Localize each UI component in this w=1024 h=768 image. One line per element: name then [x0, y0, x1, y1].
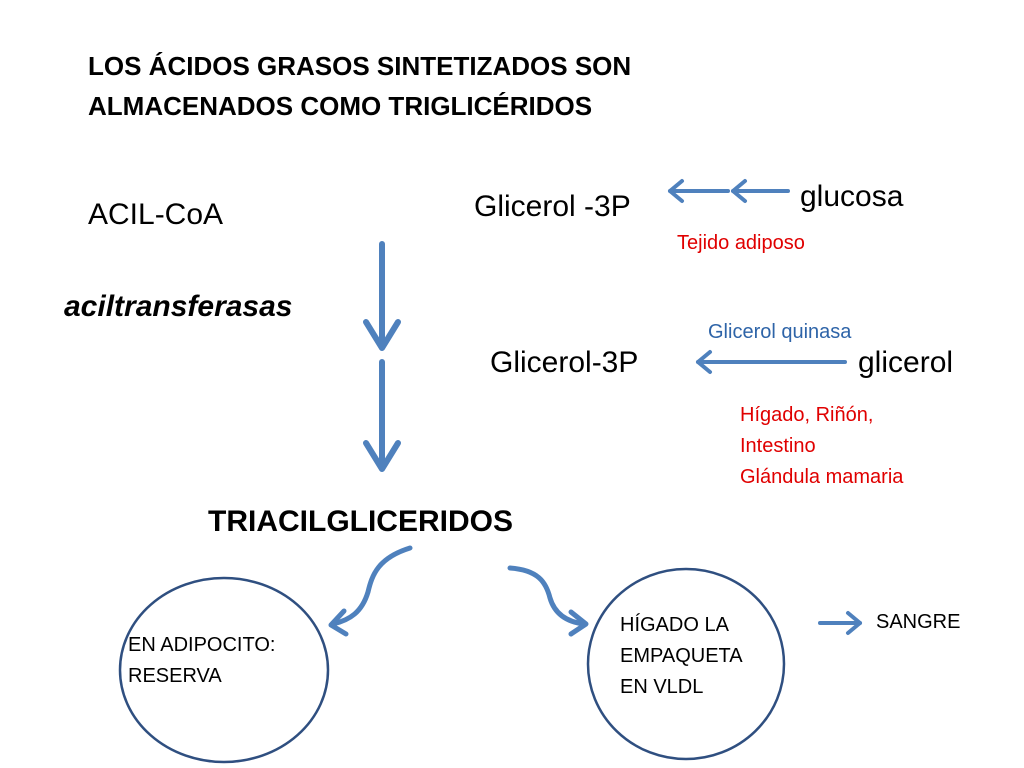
higado-line-1: HÍGADO LA: [620, 614, 729, 636]
left-arrow-glicerol: [696, 350, 847, 374]
higado-text: HÍGADO LA EMPAQUETA EN VLDL: [620, 610, 743, 703]
tissue-line-2: Intestino: [740, 435, 816, 457]
aciltransferasas-label: aciltransferasas: [64, 290, 293, 323]
tissues-list: Hígado, Riñón, Intestino Glándula mamari…: [740, 400, 903, 493]
triacilgliceridos-label: TRIACILGLICERIDOS: [208, 505, 513, 538]
higado-line-2: EMPAQUETA: [620, 645, 743, 667]
tejido-adiposo-label: Tejido adiposo: [677, 232, 805, 254]
acil-coa-label: ACIL-CoA: [88, 198, 224, 231]
title-line-1: LOS ÁCIDOS GRASOS SINTETIZADOS SON: [88, 51, 632, 81]
adipocito-line-1: EN ADIPOCITO:: [128, 634, 276, 656]
curved-arrow-left: [328, 545, 413, 637]
right-arrow-sangre: [818, 611, 862, 635]
left-arrow-glucosa: [668, 179, 790, 203]
glicerol-label: glicerol: [858, 346, 954, 379]
adipocito-circle: [118, 576, 330, 764]
tissue-line-3: Glándula mamaria: [740, 466, 904, 488]
higado-circle: [586, 567, 786, 761]
slide-title: LOS ÁCIDOS GRASOS SINTETIZADOS SON ALMAC…: [88, 46, 848, 126]
glicerol-quinasa-label: Glicerol quinasa: [708, 321, 852, 343]
curved-arrow-right: [507, 565, 589, 637]
tissue-line-1: Hígado, Riñón,: [740, 404, 874, 426]
glicerol-3p-top-label: Glicerol -3P: [474, 190, 631, 223]
higado-line-3: EN VLDL: [620, 676, 704, 698]
down-arrow-2: [363, 359, 401, 472]
adipocito-text: EN ADIPOCITO: RESERVA: [128, 630, 275, 692]
down-arrow-1: [363, 241, 401, 351]
glucosa-label: glucosa: [800, 180, 904, 213]
title-line-2: ALMACENADOS COMO TRIGLICÉRIDOS: [88, 91, 593, 121]
glicerol-3p-mid-label: Glicerol-3P: [490, 346, 639, 379]
sangre-label: SANGRE: [876, 611, 961, 633]
adipocito-line-2: RESERVA: [128, 665, 222, 687]
